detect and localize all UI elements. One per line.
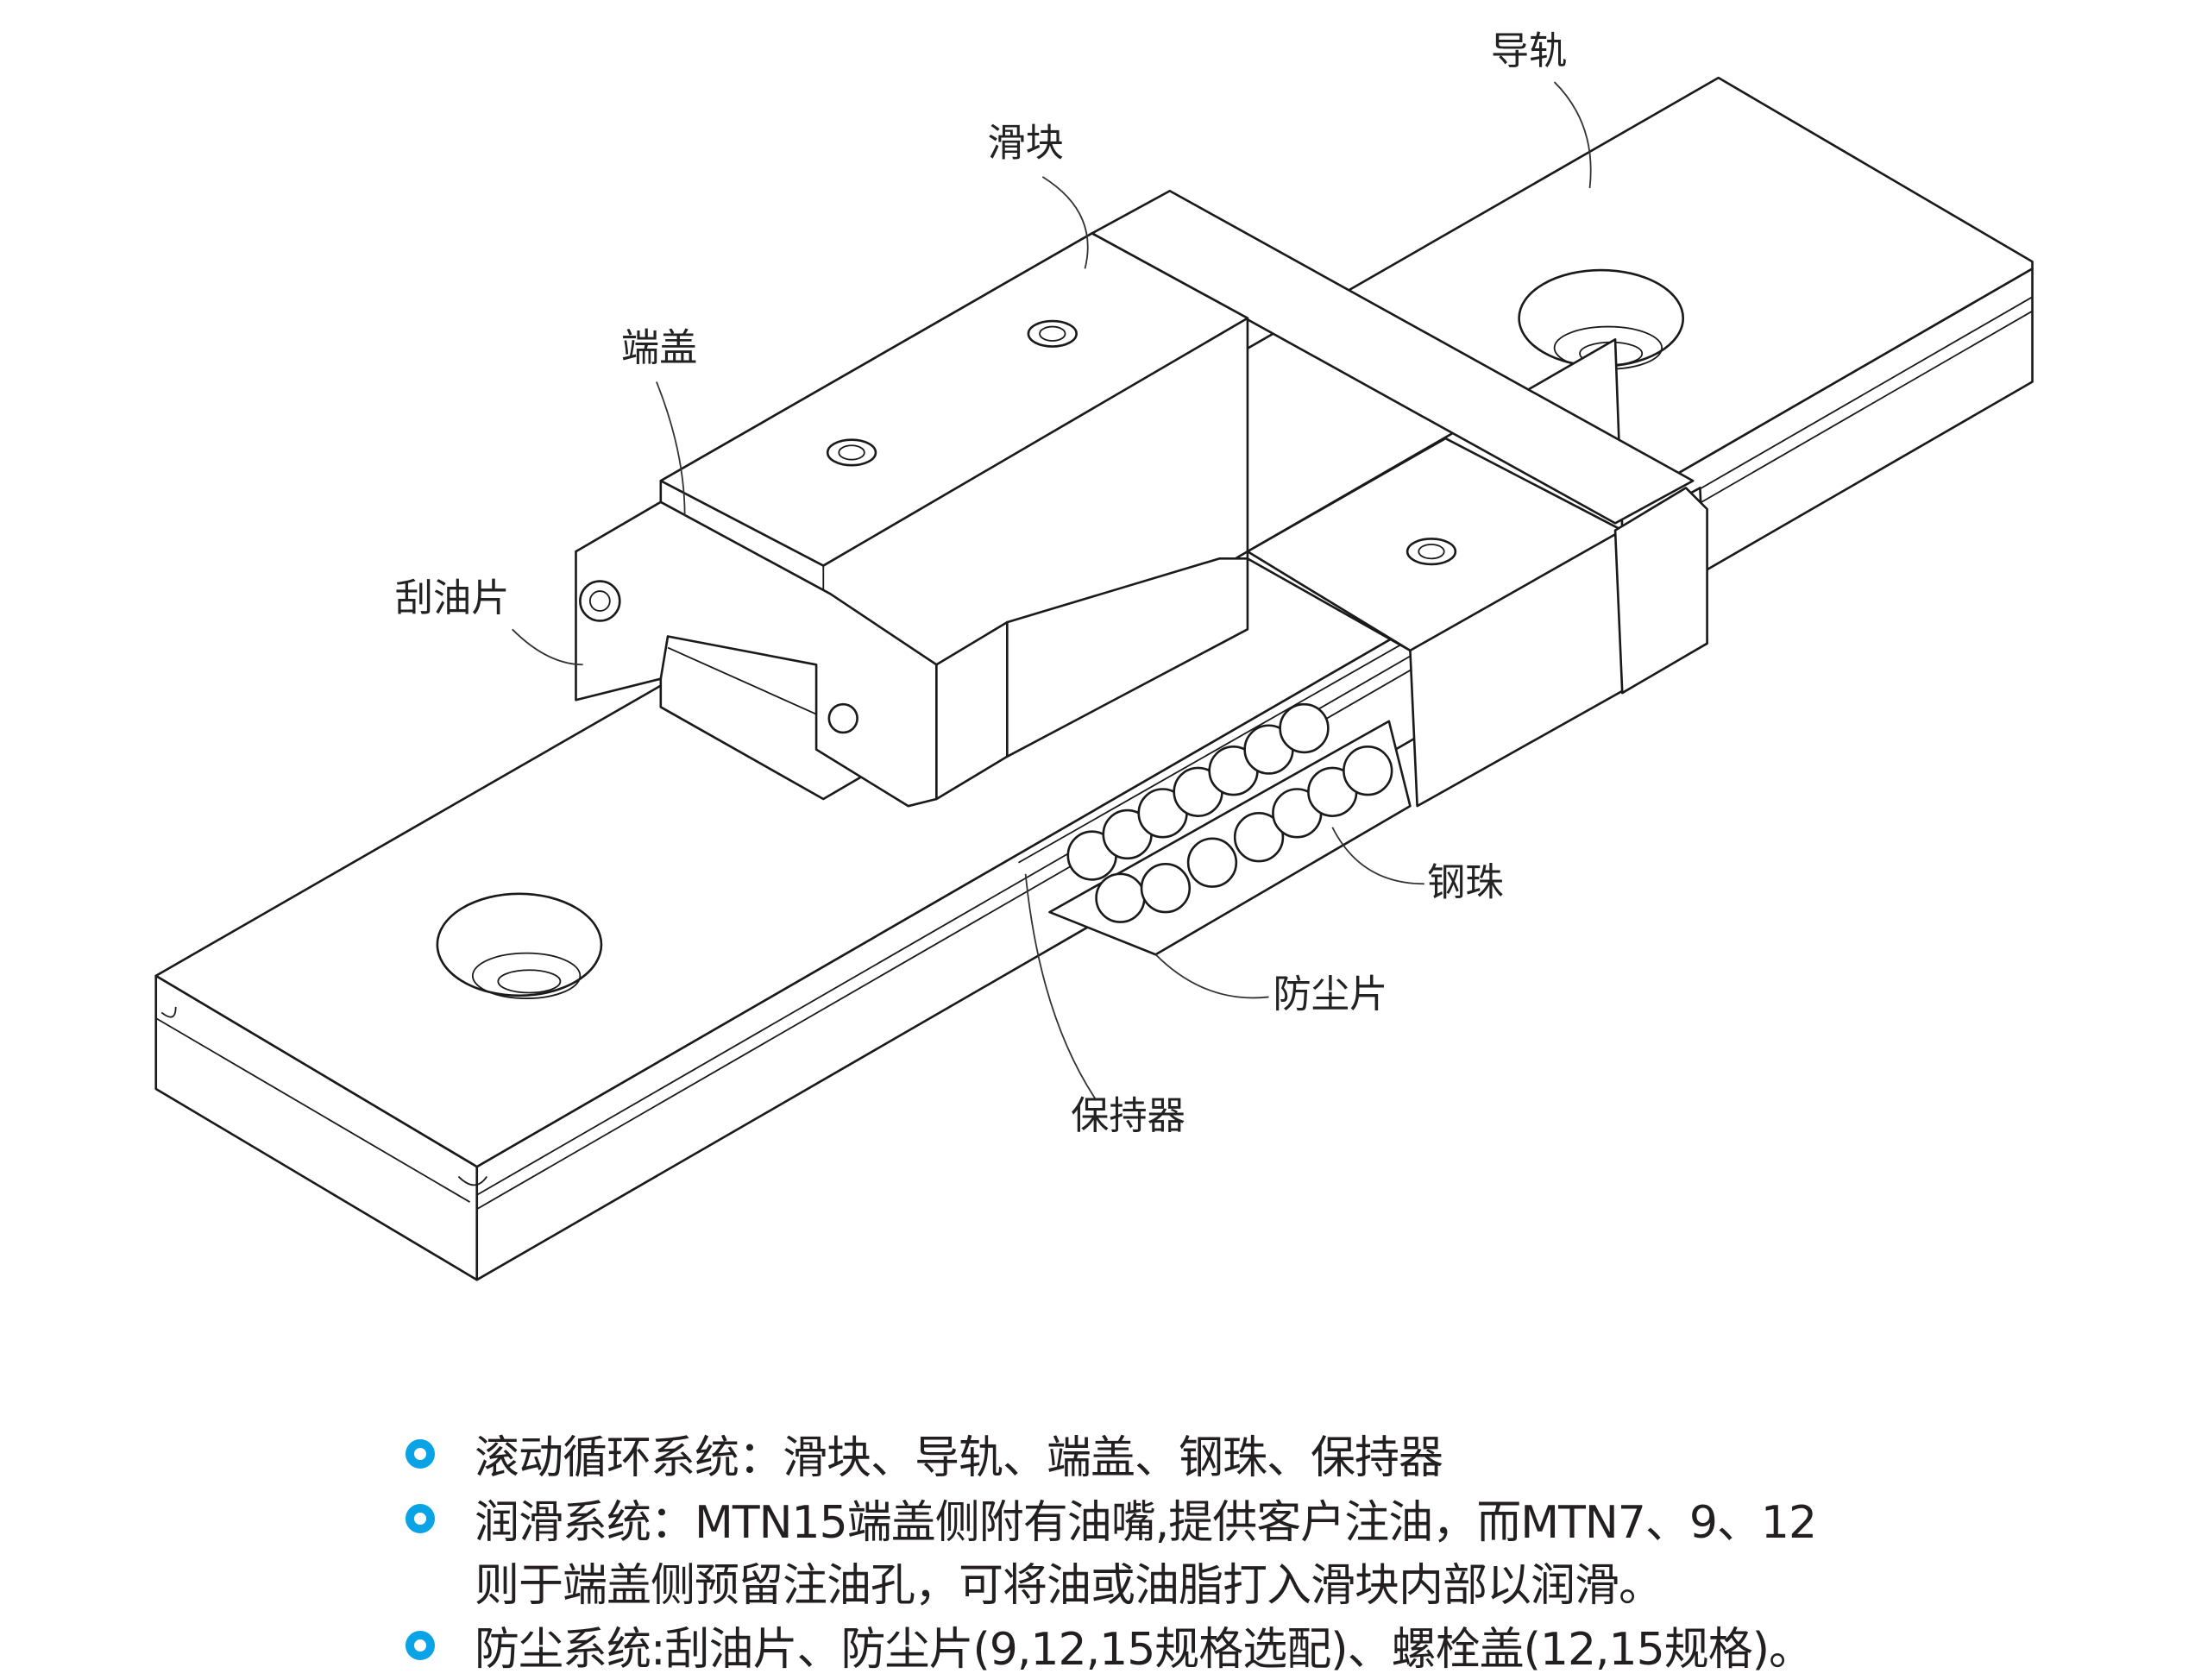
note-text: 则于端盖侧预留注油孔，可将油或油脂打入滑块内部以润滑。 xyxy=(475,1560,1663,1612)
steel-balls xyxy=(1066,702,1393,923)
note-lubrication-system: 润滑系统：MTN15端盖侧附有油嘴,提供客户注油，而MTN7、9、12 xyxy=(406,1486,1817,1551)
leader-lines xyxy=(512,81,1592,1101)
label-rail: 导轨 xyxy=(1491,29,1568,73)
label-dust-strip: 防尘片 xyxy=(1273,972,1387,1016)
note-lubrication-system-cont: 则于端盖侧预留注油孔，可将油或油脂打入滑块内部以润滑。 xyxy=(406,1549,1663,1614)
bullet-circle-icon xyxy=(406,1503,435,1533)
label-slider: 滑块 xyxy=(987,121,1064,165)
bullet-circle-icon xyxy=(406,1630,435,1660)
label-steel-ball: 钢珠 xyxy=(1427,860,1504,904)
note-text: 润滑系统：MTN15端盖侧附有油嘴,提供客户注油，而MTN7、9、12 xyxy=(475,1497,1817,1549)
ball-assembly xyxy=(1017,642,1412,956)
slider-block xyxy=(575,189,1708,808)
note-text: 滚动循环系统：滑块、导轨、端盖、钢珠、保持器 xyxy=(475,1432,1443,1484)
label-end-cap: 端盖 xyxy=(621,326,698,370)
rail-mount-hole-front xyxy=(436,892,603,999)
note-text: 防尘系统:刮油片、防尘片(9,12,15规格选配)、螺栓盖(12,15规格)。 xyxy=(475,1624,1814,1676)
note-dust-system: 防尘系统:刮油片、防尘片(9,12,15规格选配)、螺栓盖(12,15规格)。 xyxy=(406,1613,1814,1677)
note-rolling-system: 滚动循环系统：滑块、导轨、端盖、钢珠、保持器 xyxy=(406,1421,1443,1486)
label-retainer: 保持器 xyxy=(1071,1094,1185,1138)
bullet-circle-icon xyxy=(406,1438,435,1469)
label-scraper: 刮油片 xyxy=(395,576,510,620)
